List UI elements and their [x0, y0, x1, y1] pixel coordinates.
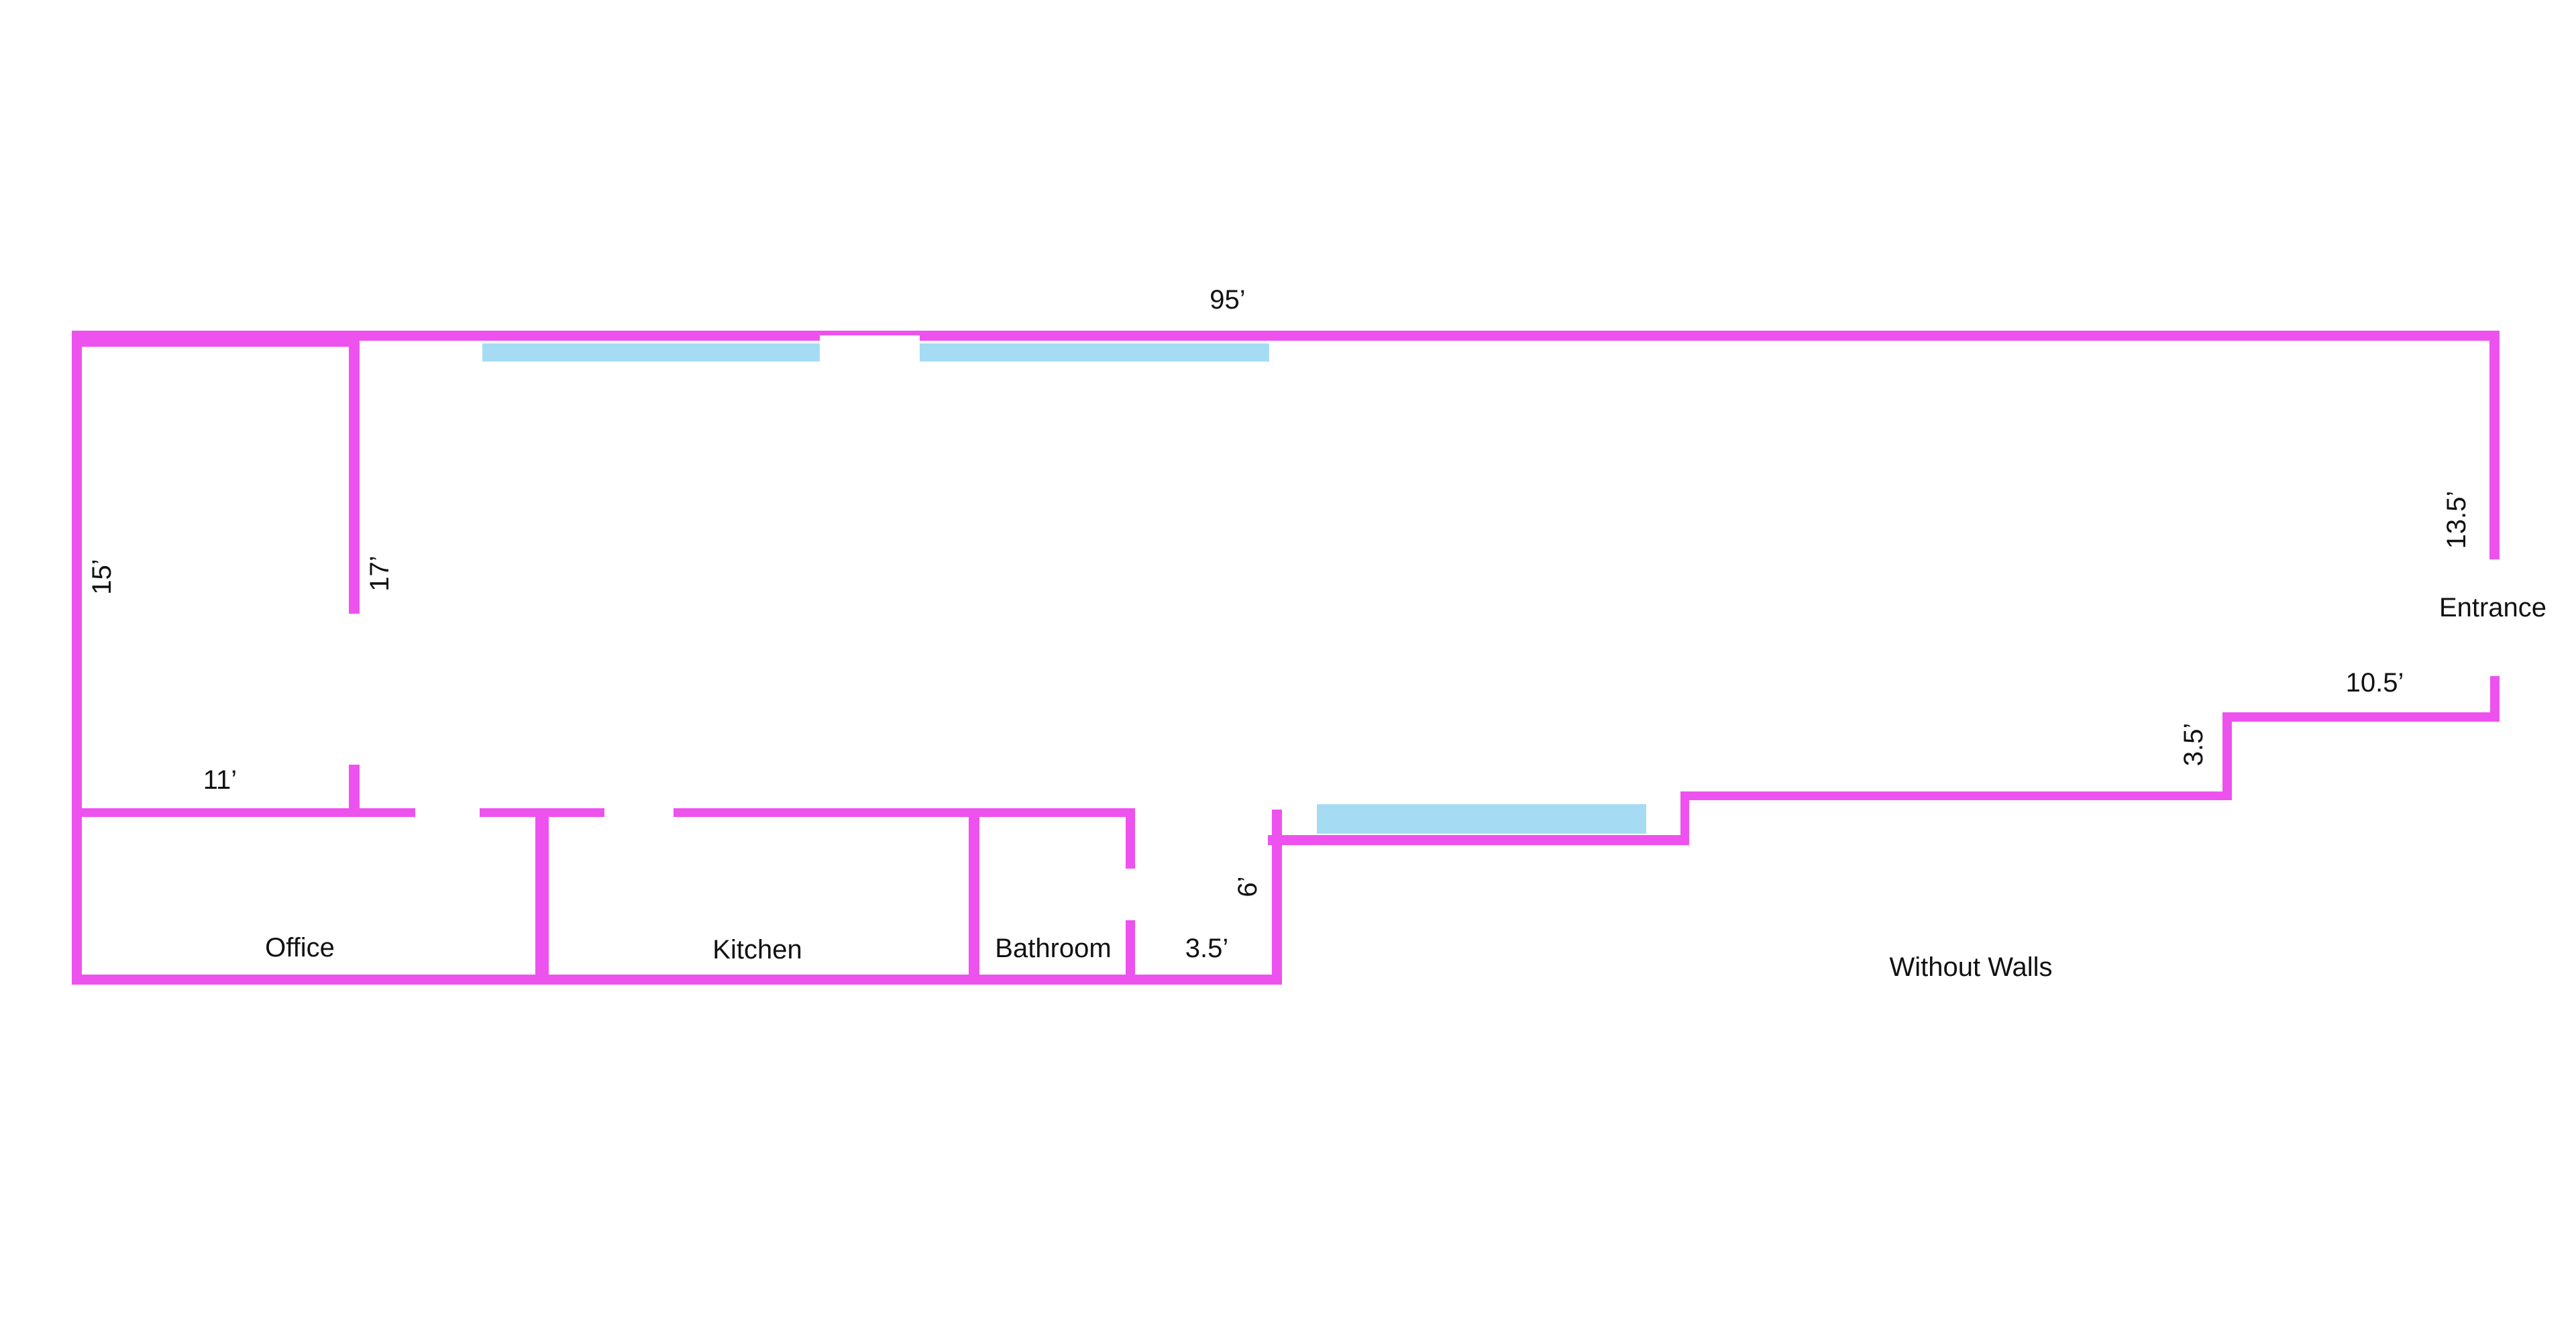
dimension-95ft-label: 95’: [1210, 285, 1245, 315]
office-label: Office: [265, 933, 335, 963]
step-wall-3-5ft-wall: [2222, 712, 2232, 800]
bathroom-right-wall-upper-wall: [1126, 808, 1135, 869]
dimension-3-5ft-right-label: 3.5’: [2179, 723, 2208, 767]
without-walls-label: Without Walls: [1889, 952, 2052, 982]
entrance-side-wall-stub-wall: [2490, 676, 2500, 722]
bathroom-right-wall-lower-wall: [1126, 920, 1135, 985]
dimension-15ft-label: 15’: [87, 559, 117, 594]
dimension-3-5ft-bottom-label: 3.5’: [1185, 934, 1229, 963]
kitchen-top-wall-wall: [674, 808, 1135, 817]
dimension-11ft-label: 11’: [203, 765, 237, 795]
office-kitchen-divider-wall-wall: [535, 808, 549, 975]
dimension-6ft-label: 6’: [1233, 876, 1263, 897]
kitchen-bathroom-divider-wall-wall: [969, 808, 979, 975]
dimension-13-5ft-label: 13.5’: [2442, 491, 2471, 549]
window-ledge-wall-wall: [1268, 835, 1689, 845]
wall-10-5ft-wall: [2222, 712, 2500, 722]
left-exterior-wall-wall: [72, 331, 82, 985]
six-foot-wall-wall: [1272, 810, 1282, 985]
open-area-bottom-wall-wall: [1680, 791, 2232, 800]
dimension-10-5ft-label: 10.5’: [2346, 668, 2404, 698]
right-exterior-wall-wall: [2489, 331, 2500, 559]
top-window-left-window: [482, 343, 820, 362]
dimension-17ft-label: 17’: [365, 555, 394, 591]
bottom-wall-rooms-wall: [72, 975, 1282, 985]
top-wall-right-section-wall: [920, 331, 2500, 341]
office-right-wall-stub-wall: [349, 765, 360, 817]
top-wall-mid-section-wall: [358, 331, 820, 341]
top-wall-office-section-wall: [72, 331, 358, 347]
entrance-label: Entrance: [2439, 593, 2546, 622]
kitchen-label: Kitchen: [712, 935, 802, 965]
top-window-right-window: [920, 343, 1269, 362]
top-wall-door-opening-line-wall: [820, 331, 920, 335]
ledge-step-wall-wall: [1680, 791, 1689, 845]
office-right-wall-wall: [349, 341, 360, 614]
middle-window-window: [1317, 804, 1646, 834]
office-top-wall-wall: [72, 808, 415, 817]
bathroom-label: Bathroom: [995, 934, 1111, 963]
